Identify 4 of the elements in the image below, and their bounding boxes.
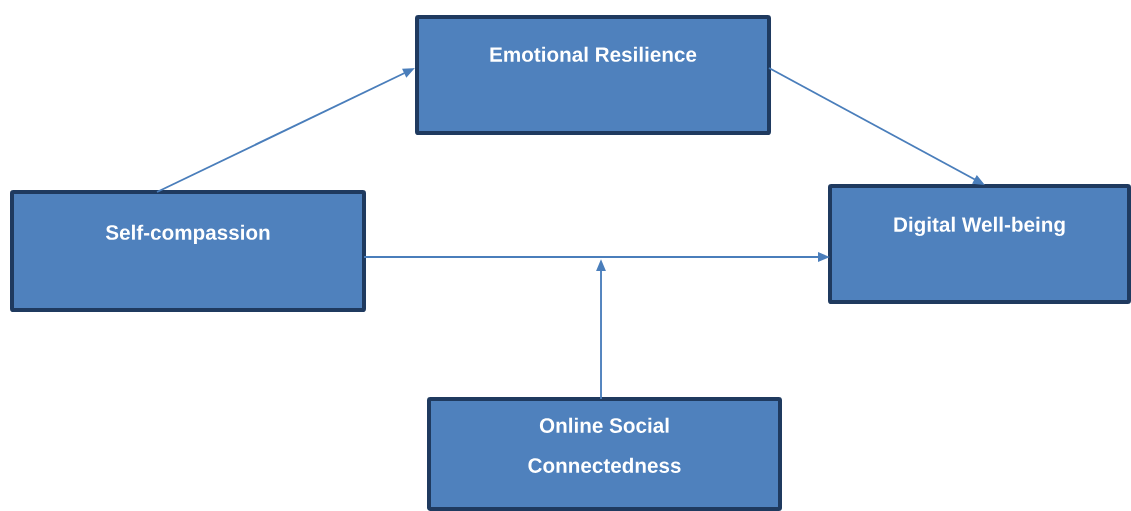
- concept-box: Digital Well-being: [828, 184, 1131, 304]
- concept-box: Self-compassion: [10, 190, 366, 312]
- concept-box: Online Social Connectedness: [427, 397, 782, 511]
- concept-box: Emotional Resilience: [415, 15, 771, 135]
